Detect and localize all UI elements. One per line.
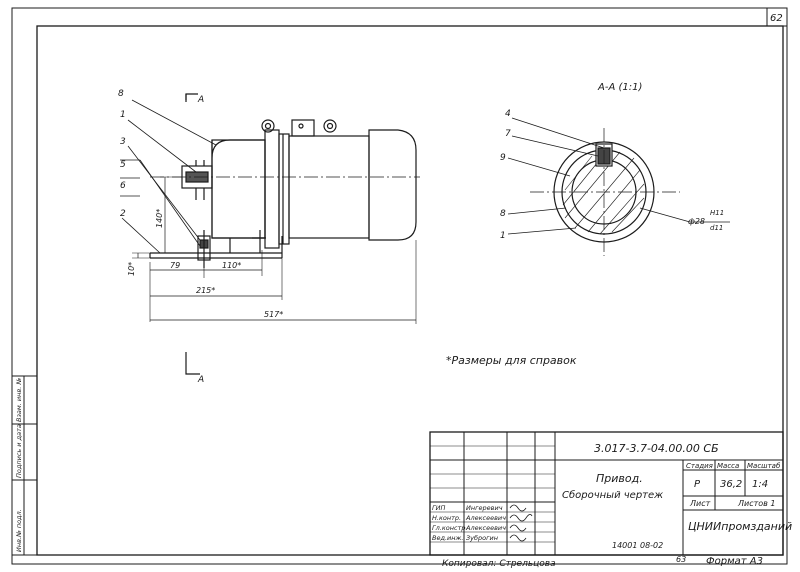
mass-header: Масса: [717, 462, 739, 470]
format-label: Формат А3: [706, 556, 763, 567]
callout-label: 2: [120, 209, 126, 219]
side-stamp-cell: Инв.№ подл.: [15, 509, 23, 552]
role-name: Алексеевич: [465, 524, 506, 532]
scale-header: Масштаб: [747, 462, 781, 470]
scale-value: 1:4: [752, 479, 768, 490]
mass-value: 36,2: [720, 479, 742, 490]
callout-label: 8: [118, 89, 124, 99]
title-block: [429, 431, 784, 556]
stage-value: Р: [694, 479, 701, 490]
sheet-number: 63: [676, 555, 686, 564]
side-stamp-cell: Подпись и дата: [15, 424, 23, 478]
copied-by: Копировал: Стрельцова: [442, 559, 556, 569]
role-title: Н.контр.: [432, 514, 461, 522]
document-code: 3.017-3.7-04.00.00 СБ: [594, 442, 719, 455]
dimension-text: 215*: [196, 286, 215, 295]
reference-note: *Размеры для справок: [446, 354, 577, 367]
role-title: Гл.констр.: [432, 524, 468, 532]
fit-tolerance-upper: H11: [710, 209, 724, 217]
frame: [11, 7, 788, 565]
organization: ЦНИИпромзданий: [688, 520, 792, 533]
section-view: [507, 117, 730, 256]
dimension-text: 140*: [155, 209, 164, 228]
dimension-text: 110*: [222, 261, 241, 270]
callout-label: 7: [505, 129, 511, 139]
section-arrow-label: А: [197, 95, 204, 105]
side-stamp-cell: Взам. инв. №: [15, 378, 23, 422]
fit-diameter: ф28: [688, 217, 705, 226]
side-stamp: [11, 375, 38, 556]
page-number: 62: [770, 13, 783, 24]
drawing-type: Сборочный чертеж: [562, 489, 663, 501]
role-title: Вед.инж.: [432, 534, 463, 542]
sheets-label: Листов 1: [737, 499, 776, 508]
sheet-label: Лист: [689, 499, 711, 508]
inventory-number: 14001 08-02: [612, 541, 663, 550]
role-name: Алексеевич: [465, 514, 506, 522]
callout-label: 3: [120, 137, 126, 147]
role-name: Зуброгин: [466, 534, 498, 542]
stage-header: Стадия: [686, 462, 713, 470]
callout-label: 1: [500, 231, 506, 241]
drawing-name: Привод.: [596, 472, 643, 485]
role-name: Ингеревич: [466, 504, 503, 512]
callout-label: 5: [120, 160, 126, 170]
section-arrow-label: А: [197, 375, 204, 385]
dimension-text: 79: [170, 261, 180, 270]
role-title: ГИП: [432, 504, 445, 512]
dimension-text: 10*: [127, 262, 136, 276]
callout-label: 9: [500, 153, 506, 163]
callout-label: 1: [120, 110, 126, 120]
callout-label: 8: [500, 209, 506, 219]
drive-assembly-view: [120, 93, 420, 375]
section-title: А-А (1:1): [597, 82, 642, 93]
callout-label: 4: [505, 109, 511, 119]
callout-label: 6: [120, 181, 126, 191]
fit-tolerance-lower: d11: [710, 224, 723, 232]
signature-marks: [509, 504, 533, 542]
dimension-text: 517*: [264, 310, 283, 319]
